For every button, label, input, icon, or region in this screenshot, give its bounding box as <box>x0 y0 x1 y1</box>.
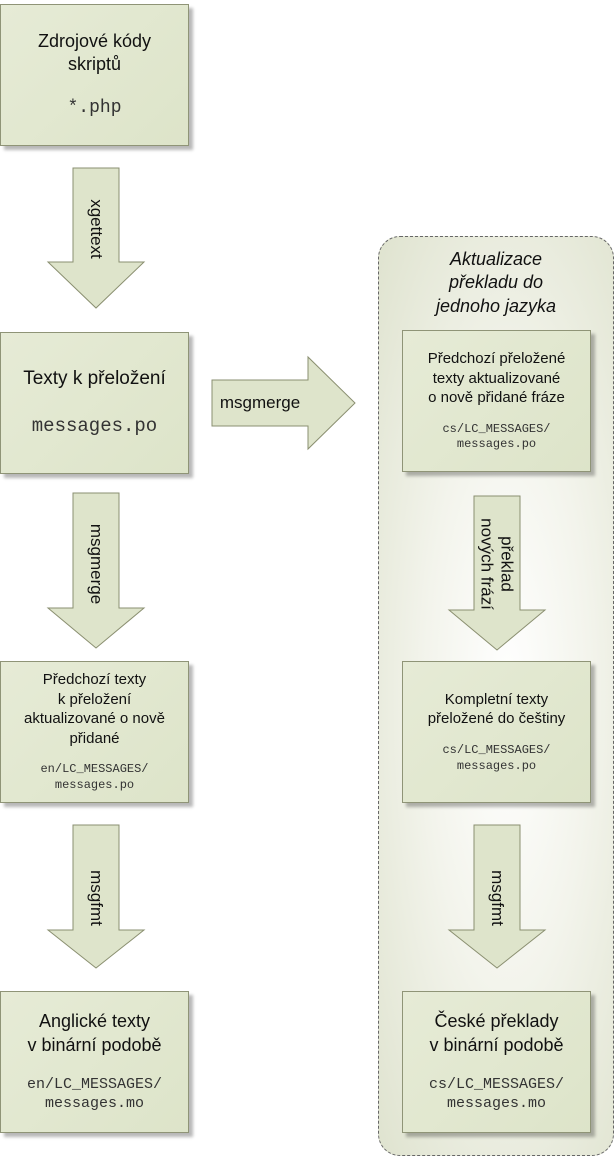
node-source-title: Zdrojové kódy skriptů <box>37 30 152 75</box>
node-czech-title: České překlady v binární podobě <box>429 1011 564 1055</box>
node-czech-file: cs/LC_MESSAGES/ messages.mo <box>428 1075 565 1113</box>
node-czech-binary: České překlady v binární podobě cs/LC_ME… <box>402 991 591 1133</box>
group-title: Aktualizace překladu do jednoho jazyka <box>435 249 557 316</box>
node-english-title: Anglické texty v binární podobě <box>27 1011 162 1055</box>
node-complete-texts: Kompletní texty přeložené do češtiny cs/… <box>402 661 591 803</box>
arrow-msgfmt-right <box>447 824 547 969</box>
label-msgfmt-right: msgfmt <box>487 870 507 926</box>
node-prev-texts: Předchozí texty k přeložení aktualizovan… <box>0 661 189 803</box>
node-texts-file: messages.po <box>31 415 158 437</box>
node-prev-translated-title: Předchozí přeložené texty aktualizované … <box>427 350 566 407</box>
node-complete-title: Kompletní texty přeložené do češtiny <box>427 690 566 728</box>
node-source-file: *.php <box>67 97 122 118</box>
node-complete-file: cs/LC_MESSAGES/ messages.po <box>442 742 551 773</box>
node-english-binary: Anglické texty v binární podobě en/LC_ME… <box>0 991 189 1133</box>
arrow-msgmerge-right <box>211 355 356 451</box>
node-prev-texts-title: Předchozí texty k přeložení aktualizovan… <box>24 671 165 747</box>
label-msgmerge-right: msgmerge <box>219 393 301 412</box>
arrow-msgfmt-left <box>46 824 146 969</box>
node-english-file: en/LC_MESSAGES/ messages.mo <box>26 1075 163 1113</box>
node-prev-texts-file: en/LC_MESSAGES/ messages.po <box>40 762 149 792</box>
arrow-xgettext <box>46 167 146 309</box>
label-msgmerge-left: msgmerge <box>86 523 106 605</box>
label-xgettext: xgettext <box>86 199 106 259</box>
node-texts-title: Texty k přeložení <box>23 368 166 390</box>
arrow-msgmerge-left <box>46 492 146 649</box>
node-texts-to-translate: Texty k přeložení messages.po <box>0 332 189 474</box>
label-translate: překlad nových frází <box>478 518 517 610</box>
label-msgfmt-left: msgfmt <box>86 870 106 926</box>
node-source-code: Zdrojové kódy skriptů *.php <box>0 4 189 146</box>
node-prev-translated: Předchozí přeložené texty aktualizované … <box>402 330 591 472</box>
arrow-translate <box>447 495 547 651</box>
node-prev-translated-file: cs/LC_MESSAGES/ messages.po <box>442 421 551 452</box>
